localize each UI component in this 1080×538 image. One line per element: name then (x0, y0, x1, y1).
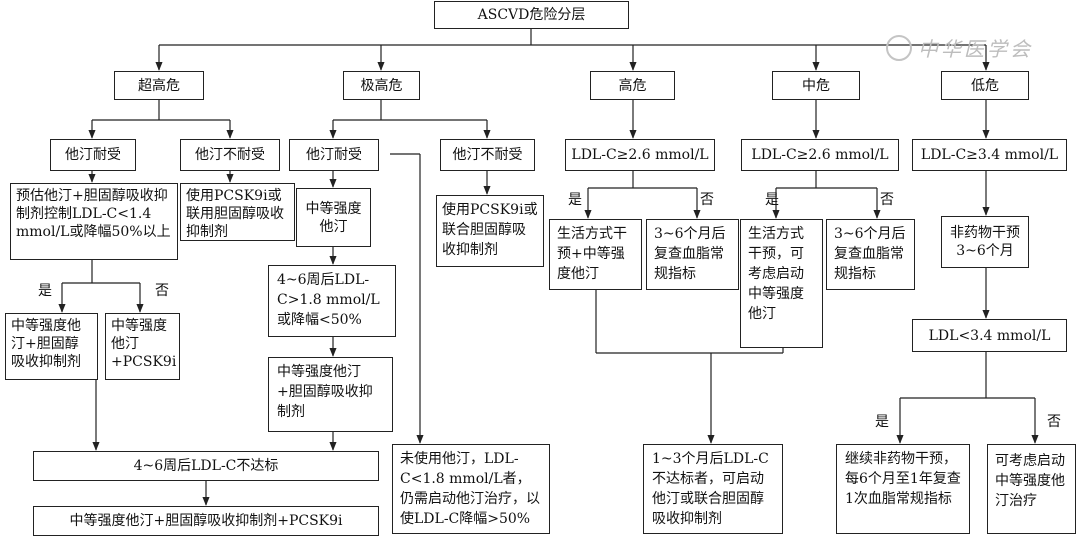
mid-no-action: 3~6个月后复查血脂常规指标 (826, 219, 915, 290)
watermark: 中华医学会 (886, 33, 1033, 62)
root-node: ASCVD危险分层 (434, 1, 629, 29)
vh-not-reached: 4~6周后LDL-C不达标 (33, 451, 379, 481)
seal-icon (886, 34, 912, 61)
level-low: 低危 (941, 71, 1029, 100)
high-followup: 1~3个月后LDL-C不达标者，可启动他汀或联合胆固醇吸收抑制剂 (643, 444, 783, 534)
level-mid: 中危 (772, 71, 860, 100)
vh-yes-label: 是 (38, 283, 52, 299)
watermark-text: 中华医学会 (918, 37, 1033, 61)
eh-combo-therapy: 中等强度他汀+胆固醇吸收抑制剂 (268, 357, 393, 432)
eh-ldl-check: 4~6周后LDL-C>1.8 mmol/L或降幅<50% (268, 265, 396, 337)
vh-final-combo: 中等强度他汀+胆固醇吸收抑制剂+PCSK9i (33, 506, 379, 536)
low-yes-label: 是 (875, 414, 889, 430)
vh-statin-tolerant: 他汀耐受 (50, 139, 136, 171)
level-high: 高危 (590, 71, 675, 100)
eh-statin-intolerant: 他汀不耐受 (440, 139, 535, 171)
vh-no-action: 中等强度他汀+PCSK9i (105, 313, 180, 380)
high-no-label: 否 (700, 192, 714, 208)
vh-no-label: 否 (155, 283, 169, 299)
low-no-label: 否 (1047, 414, 1061, 430)
high-yes-action: 生活方式干预+中等强度他汀 (549, 219, 642, 290)
vh-yes-action: 中等强度他汀+胆固醇吸收抑制剂 (5, 313, 98, 380)
low-nondrug-intervention: 非药物干预3~6个月 (941, 216, 1029, 268)
eh-intolerant-action: 使用PCSK9i或联合胆固醇吸收抑制剂 (436, 195, 544, 267)
high-yes-label: 是 (568, 192, 582, 208)
low-ldl-criterion: LDL-C≥3.4 mmol/L (912, 139, 1067, 171)
mid-ldl-criterion: LDL-C≥2.6 mmol/L (741, 139, 899, 171)
mid-yes-action: 生活方式干预，可考虑启动中等强度他汀 (740, 219, 823, 348)
level-very-high: 超高危 (114, 71, 204, 100)
level-extreme-high: 极高危 (343, 71, 420, 100)
eh-moderate-statin: 中等强度他汀 (296, 188, 371, 247)
vh-statin-intolerant: 他汀不耐受 (180, 139, 280, 171)
low-no-action: 可考虑启动中等强度他汀治疗 (987, 444, 1076, 534)
eh-statin-tolerant: 他汀耐受 (289, 139, 379, 171)
high-ldl-criterion: LDL-C≥2.6 mmol/L (565, 139, 715, 171)
eh-untreated-note: 未使用他汀，LDL-C<1.8 mmol/L者，仍需启动他汀治疗，以使LDL-C… (392, 444, 550, 534)
high-no-action: 3~6个月后复查血脂常规指标 (646, 219, 739, 290)
vh-predicted-control: 预估他汀+胆固醇吸收抑制剂控制LDL-C<1.4 mmol/L或降幅50%以上 (10, 183, 178, 260)
mid-no-label: 否 (880, 192, 894, 208)
mid-yes-label: 是 (765, 192, 779, 208)
vh-intolerant-action: 使用PCSK9i或联用胆固醇吸收抑制剂 (180, 183, 295, 241)
low-ldl-target: LDL<3.4 mmol/L (912, 319, 1067, 352)
low-yes-action: 继续非药物干预，每6个月至1年复查1次血脂常规指标 (836, 444, 970, 534)
